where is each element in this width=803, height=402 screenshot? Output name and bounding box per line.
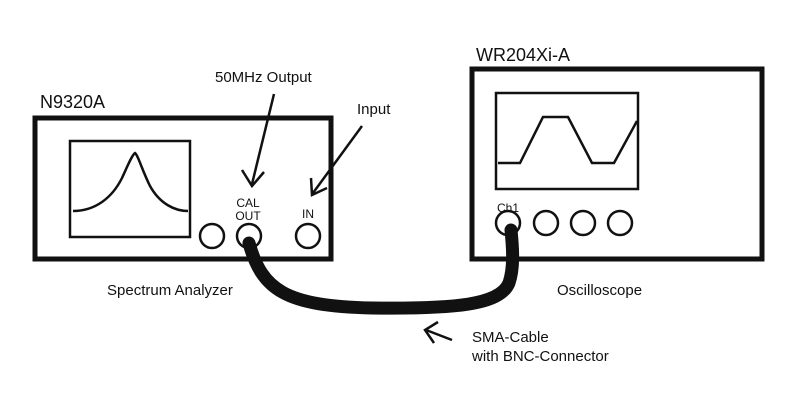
cable-annotation-line1: SMA-Cable <box>472 329 549 346</box>
oscilloscope-knob-1 <box>532 209 560 237</box>
cal-out-label-line1: CAL <box>236 196 260 210</box>
in-connector <box>294 222 322 250</box>
cable-arrow <box>423 320 453 344</box>
oscilloscope-body <box>469 66 765 262</box>
ch1-label: Ch1 <box>497 201 519 215</box>
spectrum-analyzer-knob <box>198 222 226 250</box>
output-arrow <box>240 93 276 189</box>
oscilloscope-knob-3 <box>606 209 634 237</box>
spectrum-analyzer-body <box>32 115 334 262</box>
spectrum-peak-trace <box>72 151 189 213</box>
oscilloscope-caption: Oscilloscope <box>557 282 642 299</box>
in-label: IN <box>302 207 314 221</box>
oscilloscope-screen <box>494 91 640 191</box>
oscilloscope-model: WR204Xi-A <box>476 45 570 65</box>
oscilloscope-waveform <box>498 115 639 165</box>
output-annotation-label: 50MHz Output <box>215 69 313 86</box>
oscilloscope: Ch1 <box>469 66 765 262</box>
cal-out-label-line2: OUT <box>235 209 261 223</box>
spectrum-analyzer-model: N9320A <box>40 92 105 112</box>
sma-cable <box>242 223 520 315</box>
oscilloscope-knob-2 <box>569 209 597 237</box>
cable-annotation-line2: with BNC-Connector <box>471 348 609 365</box>
input-annotation-label: Input <box>357 101 391 118</box>
input-arrow <box>309 125 364 197</box>
spectrum-analyzer-caption: Spectrum Analyzer <box>107 282 233 299</box>
spectrum-analyzer-screen <box>68 139 192 239</box>
spectrum-analyzer: CAL OUT IN <box>32 115 334 262</box>
